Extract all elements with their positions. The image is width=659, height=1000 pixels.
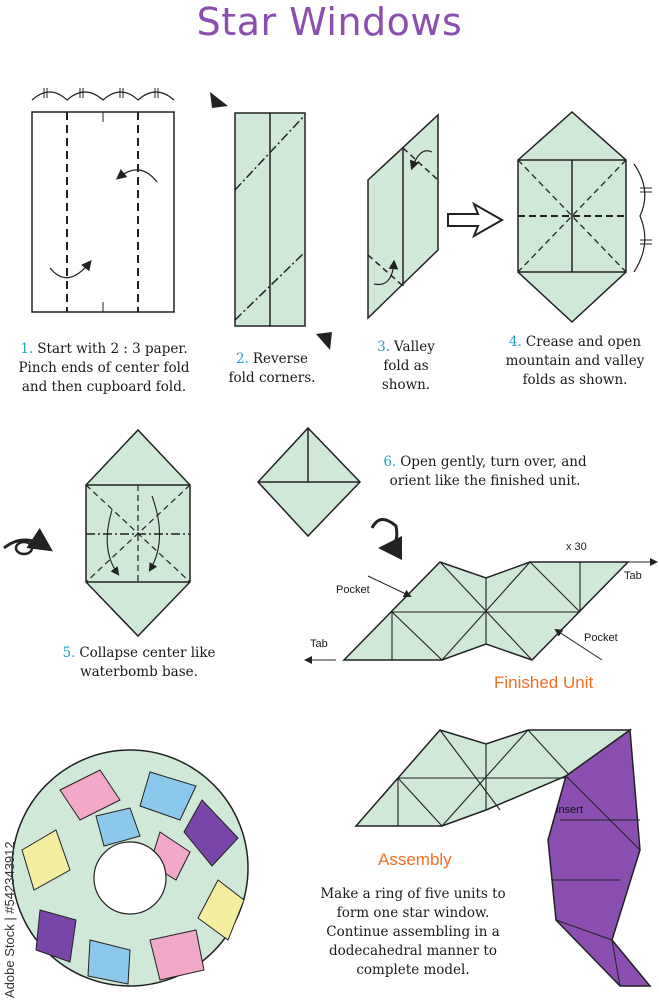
step3-caption: 3.Valley fold as shown.	[377, 339, 435, 393]
finished-model-illustration	[11, 749, 249, 987]
tab-label-right: Tab	[624, 570, 642, 582]
step4-caption: 4.Crease and open mountain and valley fo…	[505, 334, 645, 388]
assembly-diagram	[354, 728, 652, 987]
finished-unit-heading: Finished Unit	[494, 673, 594, 692]
unit-count-label: x 30	[566, 541, 587, 553]
pocket-label-right: Pocket	[584, 632, 618, 644]
step5-diagram	[3, 428, 191, 638]
pocket-label-left: Pocket	[336, 584, 370, 596]
step3-diagram	[367, 113, 439, 320]
step6-diagram	[256, 426, 403, 560]
step1-diagram	[31, 88, 175, 313]
tab-label-left: Tab	[310, 638, 328, 650]
assembly-caption: Make a ring of five units to form one st…	[320, 886, 506, 978]
finished-unit-diagram	[304, 558, 658, 664]
step5-caption: 5.Collapse center like waterbomb base.	[62, 645, 216, 680]
step6-caption: 6.Open gently, turn over, and orient lik…	[383, 454, 587, 489]
assembly-heading: Assembly	[378, 850, 452, 869]
watermark: Adobe Stock | #542343912	[2, 841, 17, 998]
step2-diagram	[210, 92, 332, 350]
step1-caption: 1.Start with 2 : 3 paper. Pinch ends of …	[18, 341, 190, 395]
page-title: Star Windows	[196, 0, 463, 44]
step4-diagram	[517, 110, 652, 324]
insert-label: insert	[556, 804, 583, 816]
step2-caption: 2.Reverse fold corners.	[228, 351, 316, 386]
